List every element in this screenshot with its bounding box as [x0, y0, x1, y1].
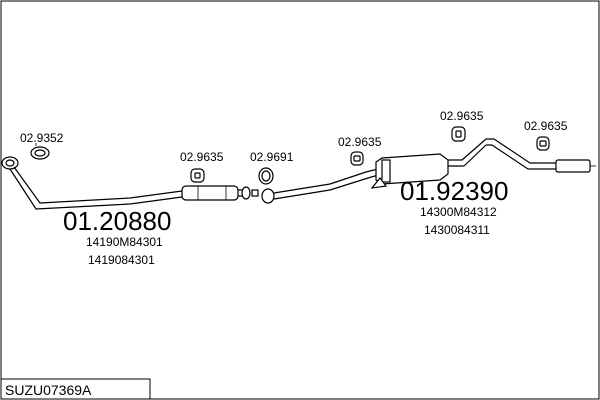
rear-box-oem-2: 1430084311 [424, 223, 490, 237]
kit-code-box: SUZU07369A [0, 378, 151, 400]
front-pipe-part-number: 01.20880 [63, 206, 171, 236]
hanger-rear-b[interactable]: 02.9635 [440, 109, 484, 142]
rear-box-oem-1: 14300M84312 [420, 205, 497, 219]
front-pipe-info: 01.20880 14190M84301 1419084301 [63, 206, 171, 267]
hanger-tail-label: 02.9635 [524, 119, 568, 133]
front-pipe[interactable] [1, 156, 251, 210]
front-clamp-label: 02.9352 [20, 131, 64, 145]
ring-clamp[interactable]: 02.9691 [250, 150, 294, 185]
rear-box-info: 01.92390 14300M84312 1430084311 [400, 176, 508, 237]
hanger-rear-b-label: 02.9635 [440, 109, 484, 123]
front-pipe-oem-2: 1419084301 [88, 253, 155, 267]
ring-clamp-label: 02.9691 [250, 150, 294, 164]
hanger-rear-a[interactable]: 02.9635 [338, 135, 382, 166]
front-clamp[interactable]: 02.9352 [20, 131, 64, 160]
kit-code: SUZU07369A [5, 382, 92, 398]
small-nut [251, 189, 259, 197]
hanger-mid-label: 02.9635 [180, 150, 224, 164]
hanger-tail[interactable]: 02.9635 [524, 119, 568, 151]
rear-pipe[interactable] [261, 138, 596, 204]
front-pipe-oem-1: 14190M84301 [86, 235, 163, 249]
hanger-mid[interactable]: 02.9635 [180, 150, 224, 183]
hanger-rear-a-label: 02.9635 [338, 135, 382, 149]
rear-box-part-number: 01.92390 [400, 176, 508, 206]
